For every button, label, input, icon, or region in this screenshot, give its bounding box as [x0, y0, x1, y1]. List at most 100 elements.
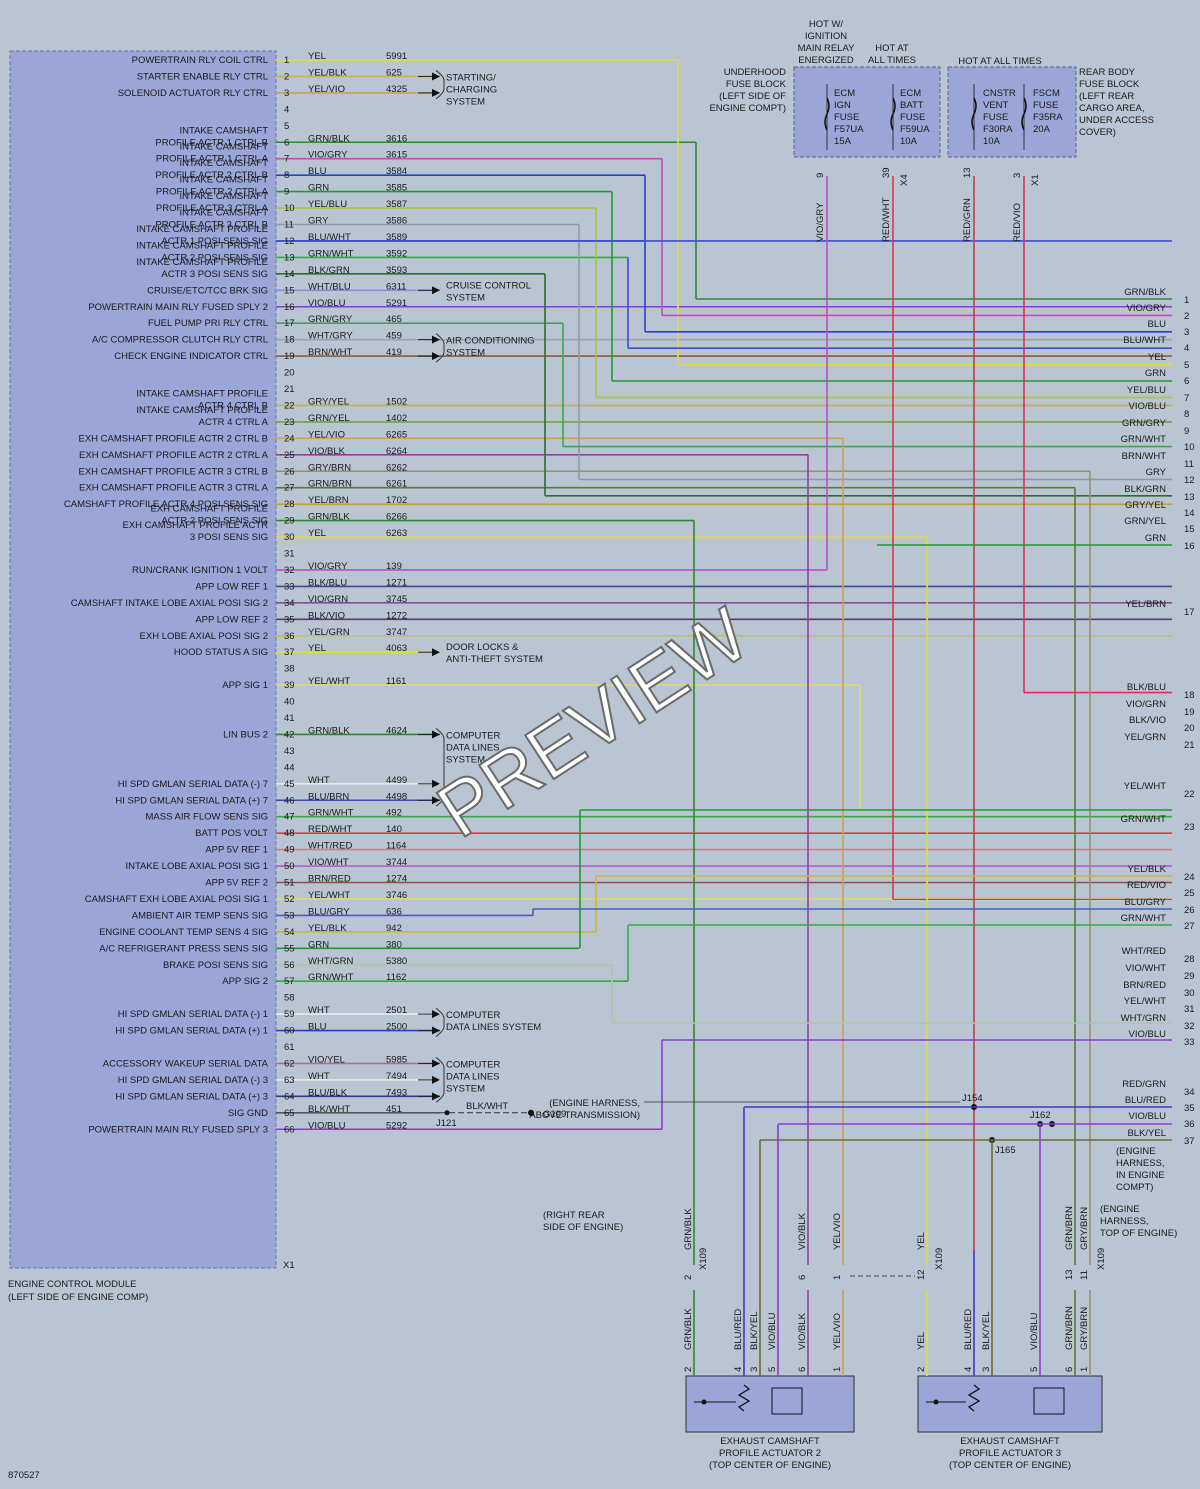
wire-color-label: VIO/YEL — [308, 1054, 345, 1065]
ecm-pin-label: CAMSHAFT EXH LOBE AXIAL POSI SIG 1 — [85, 894, 268, 905]
fuse-label: ECM — [900, 88, 921, 99]
ecm-pin-label: ACTR 2 POSI SENS SIG — [161, 252, 268, 263]
right-wire-color: GRN — [1145, 368, 1166, 379]
fuse-connector: X1 — [1030, 174, 1041, 186]
rear-fuse-caption: UNDER ACCESS — [1079, 115, 1154, 126]
lower-wire-color: BLK/YEL — [981, 1311, 992, 1350]
right-pin-number: 26 — [1184, 905, 1195, 916]
ecm-pin-number: 55 — [284, 943, 295, 954]
ecm-pin-label: RUN/CRANK IGNITION 1 VOLT — [132, 565, 268, 576]
right-pin-number: 35 — [1184, 1103, 1195, 1114]
ecm-pin-label: HI SPD GMLAN SERIAL DATA (-) 7 — [118, 779, 268, 790]
ecm-pin-number: 64 — [284, 1091, 295, 1102]
wire-color-label: GRN/WHT — [308, 972, 354, 983]
circuit-number: 4624 — [386, 725, 407, 736]
system-label: DATA LINES — [446, 742, 500, 753]
right-pin-number: 29 — [1184, 971, 1195, 982]
ecm-pin-number: 20 — [284, 368, 295, 379]
lower-wire-color: GRY/BRN — [1079, 1307, 1090, 1350]
circuit-number: 5380 — [386, 956, 407, 967]
ecm-pin-number: 19 — [284, 351, 295, 362]
fuse-connector: X4 — [899, 174, 910, 186]
ecm-pin-number: 57 — [284, 976, 295, 987]
ecm-pin-label: ACTR 1 POSI SENS SIG — [161, 236, 268, 247]
wire-color-label: BLU — [308, 1022, 327, 1033]
ecm-pin-number: 27 — [284, 483, 295, 494]
circuit-number: 5985 — [386, 1054, 407, 1065]
wire-color-label: YEL — [308, 528, 326, 539]
wire-color-label: VIO/GRN — [308, 594, 348, 605]
ecm-pin-number: 34 — [284, 598, 295, 609]
system-label: SYSTEM — [446, 292, 485, 303]
underhood-caption: ENGINE COMPT) — [709, 103, 786, 114]
right-wire-color: YEL/WHT — [1124, 996, 1166, 1007]
right-pin-number: 15 — [1184, 524, 1195, 535]
lower-pin: 1 — [832, 1367, 843, 1372]
fuse-wire-color: RED/WHT — [881, 197, 892, 242]
ecm-pin-label: A/C COMPRESSOR CLUTCH RLY CTRL — [92, 335, 268, 346]
wire-color-label: VIO/WHT — [308, 857, 349, 868]
system-label: DOOR LOCKS & — [446, 642, 519, 653]
ecm-pin-label: INTAKE CAMSHAFT PROFILE — [136, 388, 268, 399]
wire-color-label: VIO/GRY — [308, 561, 348, 572]
right-pin-number: 8 — [1184, 409, 1189, 420]
system-label: CRUISE CONTROL — [446, 280, 531, 291]
ecm-pin-label: EXH CAMSHAFT PROFILE ACTR 2 CTRL B — [78, 433, 268, 444]
arrow-icon — [432, 648, 440, 657]
wire-color-label: WHT — [308, 1005, 330, 1016]
ecm-pin-number: 5 — [284, 121, 289, 132]
ecm-pin-label: INTAKE CAMSHAFT PROFILE — [136, 240, 268, 251]
ecm-pin-label: EXH CAMSHAFT PROFILE ACTR 2 CTRL A — [79, 450, 269, 461]
wires — [276, 59, 1172, 1131]
ecm-pin-number: 22 — [284, 400, 295, 411]
wire-color-label: BLU/BLK — [308, 1087, 348, 1098]
circuit-number: 492 — [386, 808, 402, 819]
circuit-number: 6262 — [386, 462, 407, 473]
circuit-number: 3593 — [386, 265, 407, 276]
right-wire-color: YEL/BRN — [1125, 599, 1166, 610]
fuse-label: 10A — [900, 136, 918, 147]
right-wire-color: BLK/BLU — [1127, 682, 1166, 693]
circuit-number: 3587 — [386, 199, 407, 210]
arrow-icon — [432, 335, 440, 344]
right-pin-number: 11 — [1184, 459, 1194, 470]
ecm-pin-number: 2 — [284, 71, 289, 82]
ecm-pin-number: 40 — [284, 697, 295, 708]
lower-pin: 2 — [683, 1367, 694, 1372]
right-wire-color: VIO/BLU — [1129, 401, 1167, 412]
system-label: DATA LINES — [446, 1071, 500, 1082]
hot-ign-label: IGNITION — [805, 31, 847, 42]
fuse-wire-color: RED/GRN — [962, 198, 973, 242]
right-pin-number: 20 — [1184, 723, 1195, 734]
right-pin-number: 34 — [1184, 1087, 1195, 1098]
wire-color-label: WHT — [308, 1071, 330, 1082]
wire-color-label: BLK/VIO — [308, 610, 345, 621]
splice-label: J154 — [962, 1093, 983, 1104]
underhood-caption: (LEFT SIDE OF — [719, 91, 786, 102]
system-label: COMPUTER — [446, 1059, 501, 1070]
circuit-number: 3615 — [386, 150, 407, 161]
wire-color-label: GRY/YEL — [308, 396, 349, 407]
wire-color-label: YEL/BLU — [308, 199, 347, 210]
ecm-pin-label: INTAKE LOBE AXIAL POSI SIG 1 — [125, 861, 268, 872]
splice-note: HARNESS, — [1116, 1158, 1165, 1169]
ecm-pin-label: APP SIG 1 — [222, 680, 268, 691]
right-pin-number: 30 — [1184, 988, 1195, 999]
ecm-connector: X1 — [283, 1260, 295, 1271]
circuit-number: 419 — [386, 347, 402, 358]
ecm-pin-number: 49 — [284, 845, 295, 856]
right-pin-number: 22 — [1184, 789, 1195, 800]
right-wire-color: BLU — [1148, 319, 1167, 330]
circuit-number: 3745 — [386, 594, 407, 605]
actuator-caption: PROFILE ACTUATOR 3 — [959, 1448, 1061, 1459]
ecm-pin-number: 41 — [284, 713, 295, 724]
ecm-pin-label: HI SPD GMLAN SERIAL DATA (-) 1 — [118, 1009, 268, 1020]
right-pin-number: 36 — [1184, 1119, 1195, 1130]
lower-pin: 3 — [749, 1367, 760, 1372]
right-wire-color: BRN/RED — [1123, 980, 1166, 991]
hot-always-label: ALL TIMES — [868, 55, 916, 66]
hot-ign-label: MAIN RELAY — [798, 43, 856, 54]
circuit-number: 4499 — [386, 775, 407, 786]
system-brace — [435, 728, 445, 807]
